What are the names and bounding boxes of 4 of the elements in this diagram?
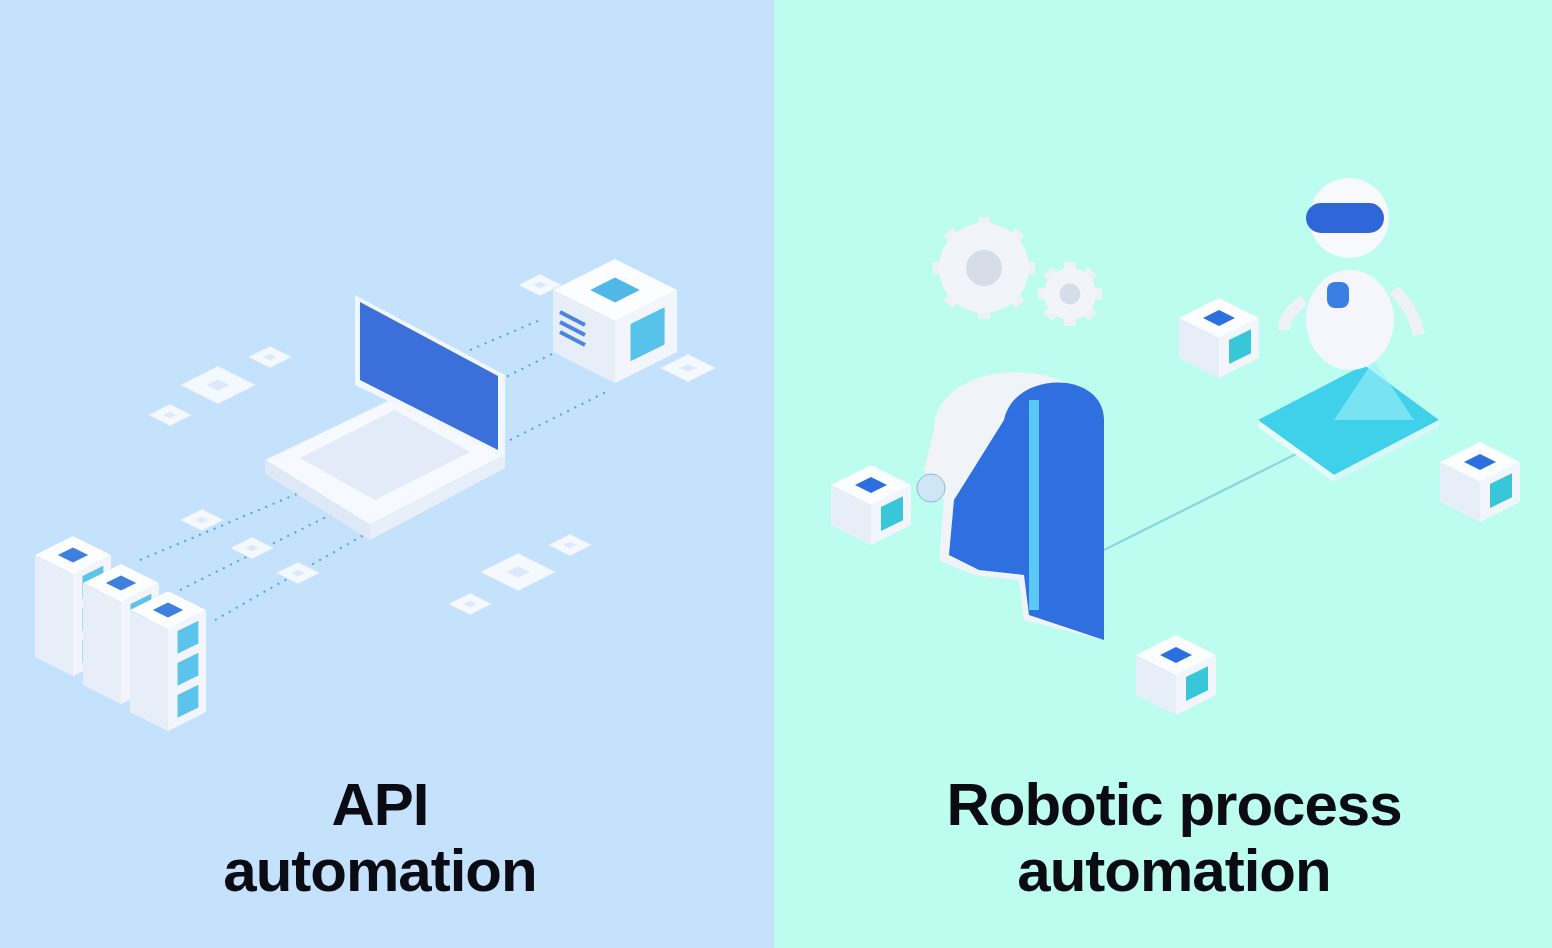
heading: Robotic process automation	[945, 772, 1403, 904]
background-panel	[774, 0, 1552, 948]
heading: API automation	[222, 772, 538, 904]
background-panel	[0, 0, 774, 948]
